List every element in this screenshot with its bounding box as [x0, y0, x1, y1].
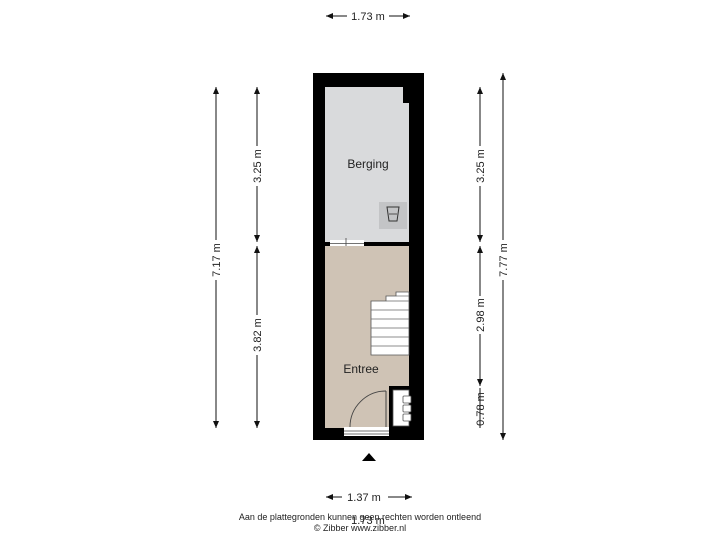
dim-left-lower: 3.82 m: [252, 318, 264, 352]
dim-left-outer: 7.17 m: [211, 243, 223, 277]
dim-bottom-width: 1.37 m: [347, 492, 381, 504]
partition-wall: [325, 242, 409, 246]
dim-right-outer: 7.77 m: [498, 243, 510, 277]
dim-left-upper: 3.25 m: [252, 149, 264, 183]
room-label-berging: Berging: [347, 157, 388, 171]
boiler-icon: [379, 202, 407, 229]
disclaimer-line-1: Aan de plattegronden kunnen geen rechten…: [238, 512, 482, 522]
dim-right-upper: 3.25 m: [475, 149, 487, 183]
front-door[interactable]: [344, 427, 389, 436]
dim-top-width: 1.73 m: [351, 11, 385, 23]
dim-right-middle: 2.98 m: [475, 298, 487, 332]
disclaimer-line-2: © Zibber www.zibber.nl: [313, 523, 407, 533]
meter-cabinet-icon: [392, 389, 412, 427]
dim-bottom-width-overlap: 1.73 m: [351, 515, 385, 527]
door-swing-icon: [349, 390, 387, 428]
room-label-entree: Entree: [343, 362, 379, 376]
stairs-icon: [370, 291, 410, 356]
entrance-arrow-icon: [362, 453, 376, 461]
dim-right-lower: 0.78 m: [475, 392, 487, 426]
